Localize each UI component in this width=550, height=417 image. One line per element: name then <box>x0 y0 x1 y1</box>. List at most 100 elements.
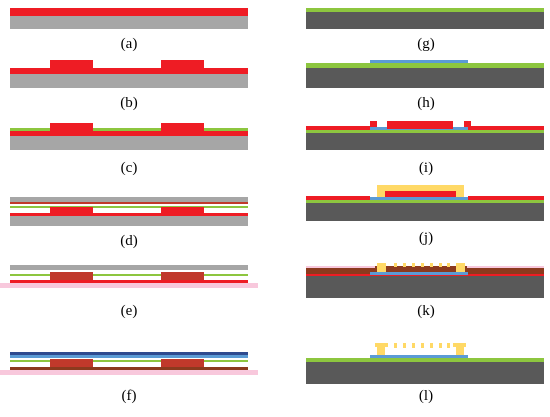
substrate-layer <box>10 136 248 150</box>
green-layer <box>10 128 248 131</box>
red-mesa-left <box>50 359 93 368</box>
gray-top-cover <box>10 265 248 270</box>
gold-post-right <box>456 263 465 272</box>
gold-perforation <box>421 263 424 267</box>
panel-h-schematic <box>306 60 544 88</box>
gold-perforation <box>421 343 424 348</box>
green-layer <box>306 63 544 68</box>
gold-perforation <box>447 343 450 348</box>
panel-label-f: (f) <box>121 388 137 404</box>
pink-bottom-layer <box>0 283 258 288</box>
red-mesa-right <box>161 272 204 281</box>
red-center-block <box>387 121 453 129</box>
gold-perforation <box>439 263 442 267</box>
gold-perforation <box>430 343 433 348</box>
dark-red-line <box>10 202 248 204</box>
substrate-layer <box>306 362 544 384</box>
panel-e-schematic <box>0 265 258 288</box>
green-layer-upper <box>10 206 248 208</box>
red-bump-right <box>464 121 471 127</box>
green-layer <box>306 130 544 133</box>
panel-label-h: (h) <box>417 95 435 111</box>
gold-perforation <box>403 263 406 267</box>
gold-post-left <box>377 263 386 272</box>
red-mesa-right <box>161 60 204 69</box>
panel-j-schematic <box>306 185 544 221</box>
substrate-layer <box>10 74 248 88</box>
gold-bridge <box>377 185 464 191</box>
red-mesa-left <box>50 123 93 133</box>
red-mesa-right <box>161 123 204 133</box>
panel-d-schematic <box>10 197 248 226</box>
substrate-layer <box>306 133 544 150</box>
panel-label-e: (e) <box>120 303 138 319</box>
substrate-layer <box>10 16 248 29</box>
panel-l-schematic <box>306 343 544 384</box>
red-film-layer <box>10 131 248 136</box>
green-layer <box>10 274 248 276</box>
pink-bottom-layer <box>0 370 258 375</box>
gold-perforation <box>430 263 433 267</box>
gold-perforation <box>447 263 450 267</box>
blue-strip <box>370 197 468 200</box>
panel-label-c: (c) <box>120 160 138 176</box>
gold-post-left <box>377 187 385 197</box>
gold-perforation <box>394 343 397 348</box>
navy-top-layer <box>10 352 248 355</box>
panel-label-k: (k) <box>417 303 435 319</box>
red-center-block <box>380 191 460 197</box>
green-layer <box>306 358 544 362</box>
brown-film-layer <box>10 367 248 370</box>
red-mesa-right <box>161 207 204 215</box>
brown-center-block <box>375 266 467 272</box>
gold-perforation <box>403 343 406 348</box>
gold-perforation <box>439 343 442 348</box>
panel-g-schematic <box>306 8 544 29</box>
panel-i-schematic <box>306 121 544 150</box>
panel-b-schematic <box>10 60 248 88</box>
gold-post-left <box>377 345 385 355</box>
gold-perforation <box>394 263 397 267</box>
blue-strip <box>370 355 468 358</box>
blue-strip <box>370 60 468 63</box>
panel-label-d: (d) <box>120 233 138 249</box>
red-mesa-right <box>161 359 204 368</box>
substrate-layer <box>306 12 544 29</box>
gold-pad-left <box>375 343 388 347</box>
gold-pad-right <box>453 343 466 347</box>
green-layer <box>306 200 544 203</box>
panel-k-schematic <box>306 263 544 298</box>
gold-perforation <box>412 263 415 267</box>
green-layer <box>10 360 248 362</box>
green-layer <box>306 8 544 12</box>
blue-layer <box>10 355 248 358</box>
red-mesa-left <box>50 60 93 69</box>
red-bump-left <box>370 121 377 127</box>
gold-post-right <box>456 187 464 197</box>
red-film-layer <box>10 280 248 283</box>
panel-label-b: (b) <box>120 95 138 111</box>
panel-label-i: (i) <box>418 160 434 176</box>
gold-perforation <box>412 343 415 348</box>
blue-strip <box>370 272 468 275</box>
panel-label-l: (l) <box>418 388 434 404</box>
panel-label-g: (g) <box>417 36 435 52</box>
gray-top-cover <box>10 197 248 202</box>
red-film-right <box>468 126 544 130</box>
substrate-layer <box>10 216 248 226</box>
substrate-layer <box>306 203 544 221</box>
substrate-layer <box>306 276 544 298</box>
panel-label-j: (j) <box>418 230 434 246</box>
red-film-layer <box>10 213 248 216</box>
red-mesa-left <box>50 272 93 281</box>
red-mesa-left <box>50 207 93 215</box>
red-film-left <box>306 126 370 130</box>
red-film-layer <box>10 68 248 74</box>
panel-c-schematic <box>10 123 248 150</box>
panel-f-schematic <box>0 352 258 375</box>
red-film-left <box>306 196 370 200</box>
panel-a-schematic <box>10 8 248 29</box>
red-film-layer <box>10 8 248 16</box>
red-film-right <box>468 196 544 200</box>
